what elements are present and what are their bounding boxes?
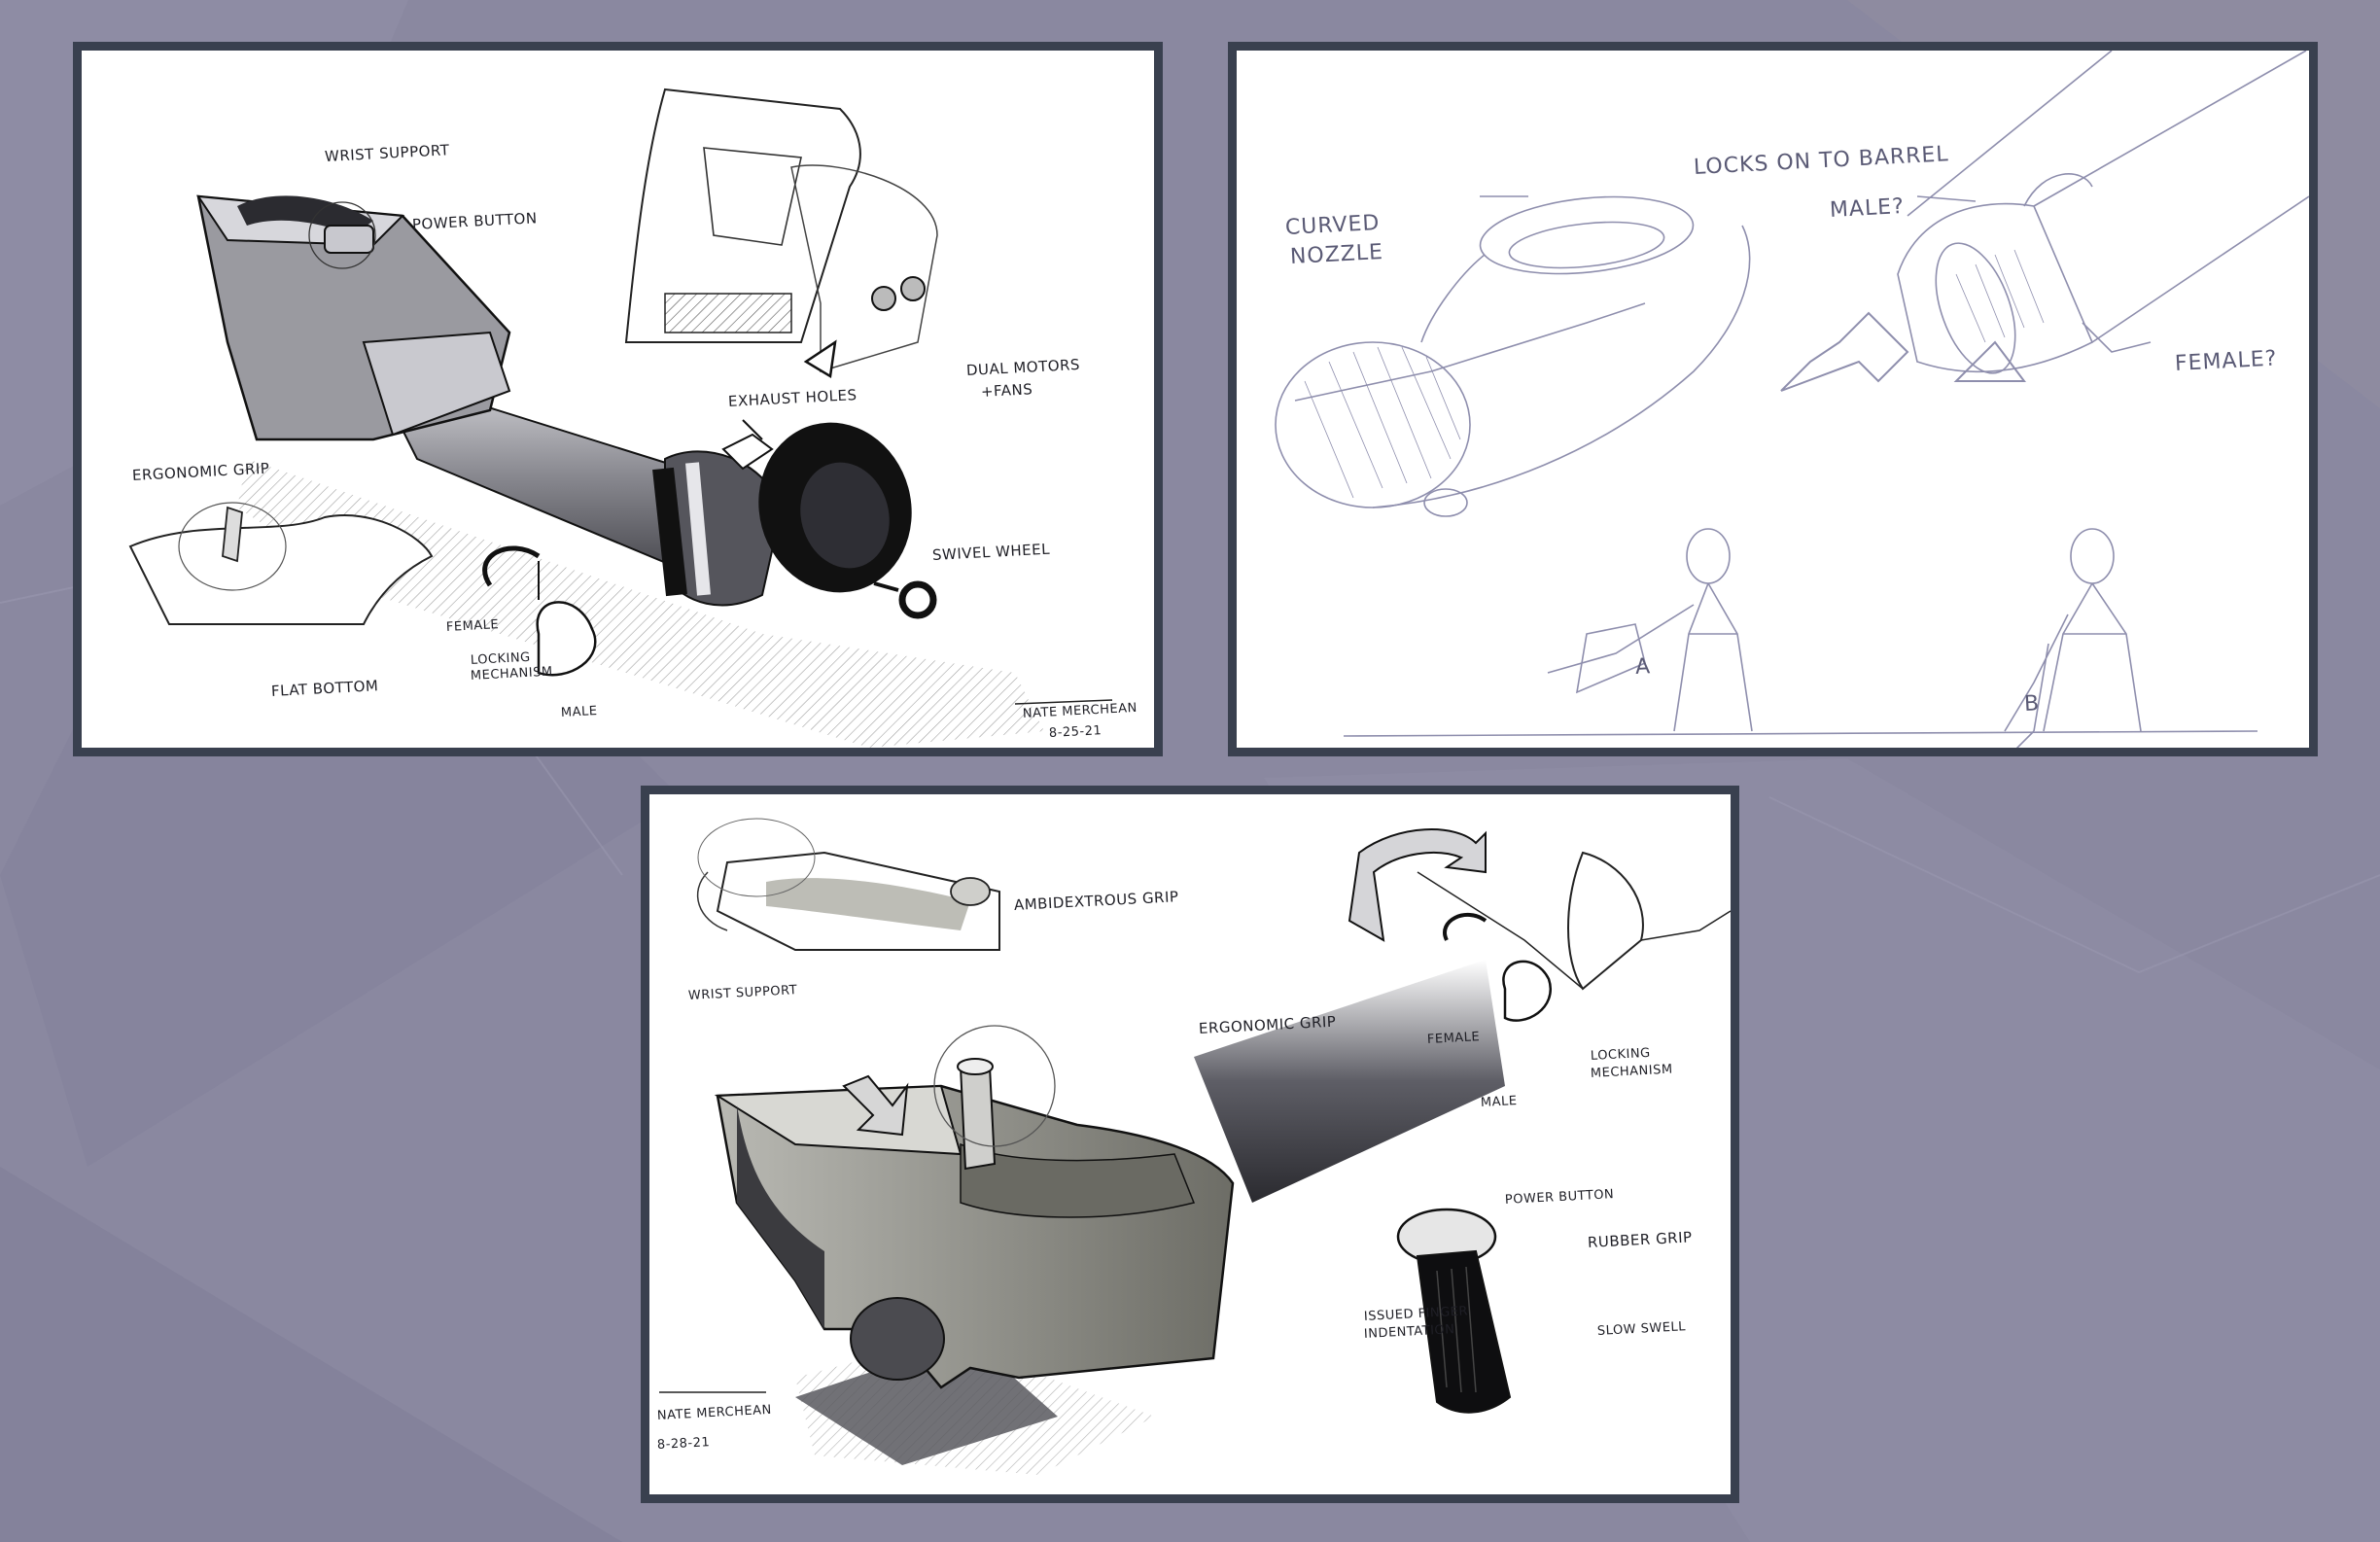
sketch-date: 8-28-21 (656, 1435, 711, 1453)
handle-marker-sketch (659, 818, 1731, 1475)
label-male: MALE (560, 704, 598, 720)
sketch-panel-pencil-concept: CURVED NOZZLE LOCKS ON TO BARREL MALE? F… (1228, 42, 2318, 756)
sketch-date: 8-25-21 (1048, 723, 1102, 741)
label-nozzle: NOZZLE (1289, 239, 1384, 269)
label-fans: +FANS (980, 380, 1033, 401)
sketch-panel-marker-rendering: WRIST SUPPORT POWER BUTTON ERGONOMIC GRI… (73, 42, 1163, 756)
label-female: FEMALE (445, 617, 500, 635)
sketch-panel-handle-rendering: AMBIDEXTROUS GRIP WRIST SUPPORT ERGONOMI… (641, 786, 1739, 1503)
label-curved: CURVED (1284, 210, 1381, 240)
nozzle-pencil-sketch (1275, 51, 2309, 748)
label-figure-a: A (1634, 654, 1652, 680)
label-figure-b: B (2023, 691, 2041, 717)
label-female: FEMALE (1426, 1030, 1481, 1047)
label-male: MALE (1480, 1094, 1518, 1110)
vacuum-attachment-marker-sketch (128, 88, 1113, 748)
label-male: MALE? (1829, 193, 1906, 223)
